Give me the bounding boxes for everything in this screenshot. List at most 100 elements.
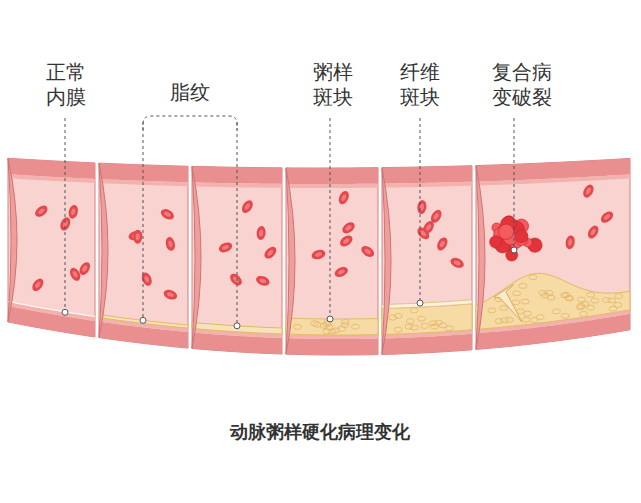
blood-cell-body	[586, 224, 601, 241]
blood-cell-center	[315, 252, 323, 258]
vessel-segment	[382, 166, 472, 355]
leader-dot	[234, 323, 240, 329]
plaque-cell	[505, 317, 513, 322]
plaque-cell	[580, 311, 588, 316]
plaque-cell	[328, 329, 336, 334]
plaque-cell	[445, 326, 453, 331]
leader-line	[330, 118, 331, 316]
plaque-rupture	[494, 284, 522, 322]
blood-cell-body	[599, 209, 616, 225]
blood-cell-body	[416, 200, 427, 215]
stage-label: 脂纹	[170, 80, 210, 105]
plaque-cell	[577, 303, 585, 308]
plaque-cell	[615, 294, 623, 299]
blood-cell-body	[359, 244, 376, 259]
blood-cell-center	[259, 229, 264, 236]
blood-cell-body	[217, 241, 233, 255]
plaque-cell	[539, 290, 547, 295]
blood-cell-body	[310, 248, 326, 261]
leader-dot	[417, 300, 423, 306]
plaque-cell	[522, 317, 530, 322]
blood-cell-center	[143, 275, 150, 283]
blood-cell-center	[603, 213, 611, 221]
plaque-cell	[431, 324, 439, 329]
blood-cell	[33, 203, 50, 219]
blood-cell	[416, 200, 427, 215]
plaque-cell	[529, 275, 537, 280]
blood-cell-body	[133, 230, 142, 244]
leader-line	[237, 122, 238, 323]
vessel-segment	[476, 158, 630, 349]
blood-cell-body	[159, 207, 176, 222]
plaque-cell	[552, 309, 560, 314]
fibrous-cap	[382, 300, 472, 309]
diagram-title: 动脉粥样硬化病理变化	[230, 420, 410, 444]
blood-cell	[599, 209, 616, 225]
vessel-segment	[286, 168, 378, 355]
blood-cell-center	[37, 207, 45, 214]
blood-cell	[68, 266, 83, 283]
plaque-cell	[566, 296, 574, 301]
blood-cell-center	[439, 240, 446, 248]
blood-cell	[256, 226, 267, 241]
cut-face	[382, 168, 391, 355]
plaque-cell	[488, 308, 496, 313]
plaque-cell	[311, 321, 319, 326]
cut-face	[286, 168, 295, 354]
blood-cell-center	[70, 208, 76, 216]
plaque	[192, 322, 282, 334]
plaque-cell	[410, 308, 418, 313]
blood-cell	[255, 274, 271, 287]
blood-cell-body	[240, 198, 255, 215]
vessel-lumen	[8, 158, 95, 337]
blood-cell-body	[581, 183, 596, 200]
blood-cell-body	[435, 236, 450, 253]
blood-cell-body	[564, 235, 575, 250]
plaque-cell	[495, 319, 503, 324]
blood-cell-center	[81, 265, 88, 273]
blood-cell-center	[433, 212, 440, 220]
blood-cell-center	[453, 260, 461, 266]
blood-cell	[586, 224, 601, 241]
blood-cell	[240, 198, 255, 215]
blood-cell-body	[255, 274, 271, 287]
plaque-cell	[417, 316, 425, 321]
thrombus-cell	[490, 236, 502, 248]
thrombus-cell	[498, 224, 513, 239]
plaque	[476, 273, 630, 329]
blood-cell-center	[342, 237, 350, 244]
plaque-cell	[389, 315, 397, 320]
thrombus-cell	[515, 230, 528, 243]
blood-cell	[30, 277, 46, 294]
blood-cell	[435, 236, 450, 253]
plaque-cell	[602, 298, 610, 303]
blood-cell-center	[244, 203, 251, 211]
cut-face	[192, 166, 201, 348]
leader-dot	[140, 317, 146, 323]
plaque-cell	[313, 322, 321, 327]
vessel-lumen	[382, 166, 472, 355]
blood-cell	[415, 225, 431, 241]
blood-cell-body	[262, 245, 278, 261]
plaque-cell	[547, 295, 555, 300]
cut-face	[99, 163, 108, 337]
blood-cell-center	[72, 270, 79, 278]
blood-cell-center	[168, 240, 173, 248]
leader-line	[143, 122, 144, 317]
leader-line	[65, 118, 66, 309]
blood-cell	[581, 183, 596, 200]
blood-cell-center	[590, 228, 597, 236]
plaque-cell	[530, 317, 538, 322]
blood-cell-body	[140, 271, 154, 287]
blood-cell	[162, 288, 178, 301]
leader-line	[514, 118, 515, 247]
blood-cell	[310, 248, 326, 261]
blood-cell-center	[585, 187, 592, 195]
vessel-lumen	[476, 158, 630, 349]
blood-cell-center	[136, 233, 140, 240]
intima-top	[286, 184, 378, 188]
blood-cell	[58, 216, 72, 232]
blood-cell	[133, 230, 142, 244]
stage-label: 粥样 斑块	[313, 60, 353, 110]
